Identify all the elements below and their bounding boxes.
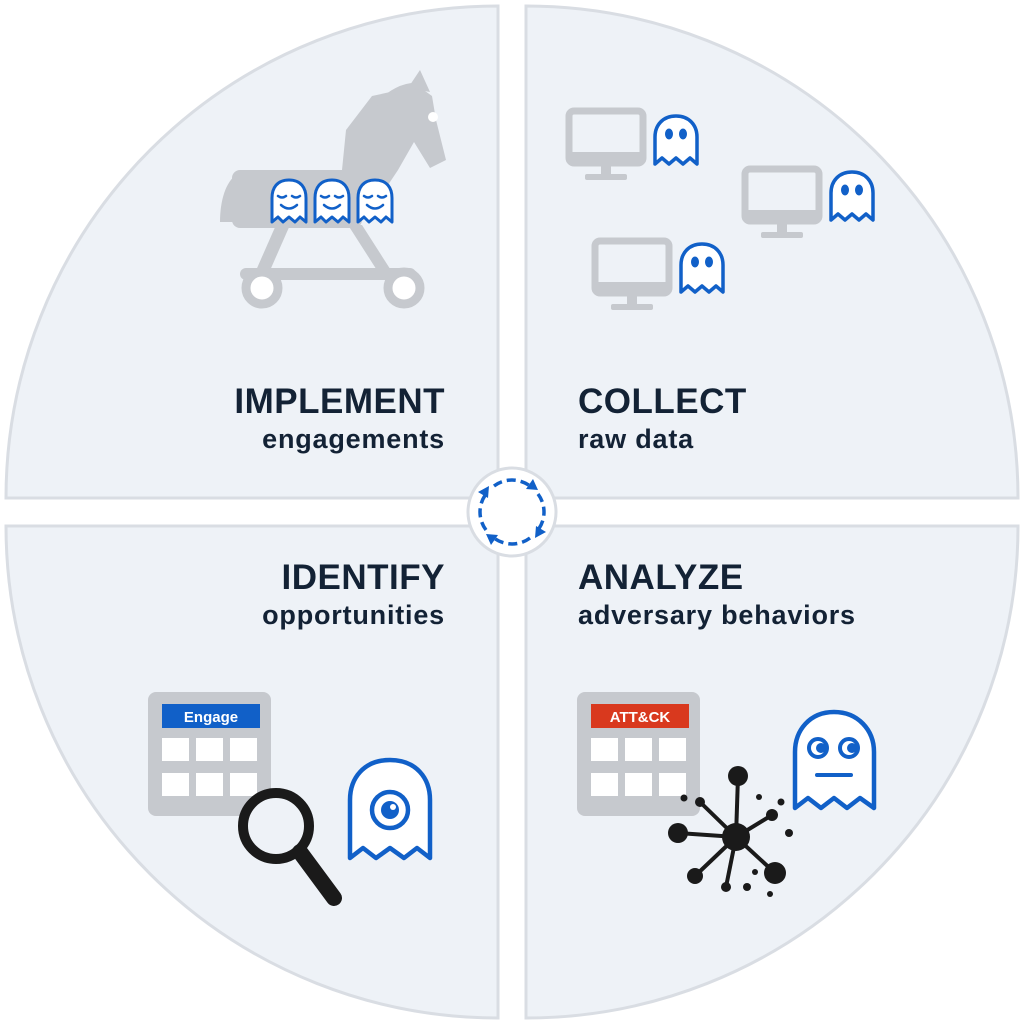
- analyze-subtitle: adversary behaviors: [578, 600, 856, 630]
- analyze-title: ANALYZE: [578, 558, 744, 597]
- attack-tag-label: ATT&CK: [610, 709, 671, 726]
- attack-tag: [591, 704, 689, 728]
- implement-subtitle: engagements: [262, 424, 445, 454]
- trojan-horse-icon: [220, 70, 446, 309]
- collect-title: COLLECT: [578, 382, 747, 421]
- identify-title: IDENTIFY: [281, 558, 445, 597]
- implement-label: IMPLEMENT engagements: [234, 382, 445, 456]
- quadrant-collect: [524, 4, 1020, 500]
- identify-subtitle: opportunities: [262, 600, 445, 630]
- magnifier-icon: [238, 788, 342, 906]
- ghost-icon: [270, 178, 308, 224]
- ghost-icon: [313, 178, 351, 224]
- ghost-icon: [356, 178, 394, 224]
- cycle-arrows-icon: [466, 466, 558, 558]
- ghost-icon: [792, 709, 877, 811]
- matrix-grid-icon: Engage: [148, 692, 271, 816]
- analyze-label: ANALYZE adversary behaviors: [578, 558, 856, 632]
- collect-subtitle: raw data: [578, 424, 694, 454]
- one-eyed-ghost-icon: [347, 757, 433, 861]
- network-graph-icon: [668, 766, 793, 897]
- quadrant-analyze: [524, 524, 1020, 1020]
- collect-label: COLLECT raw data: [578, 382, 747, 456]
- engage-tag-label: Engage: [184, 709, 238, 726]
- implement-title: IMPLEMENT: [234, 382, 445, 421]
- ghost-icon: [829, 170, 875, 222]
- engage-tag: [162, 704, 260, 728]
- ghost-icon: [653, 114, 699, 166]
- identify-label: IDENTIFY opportunities: [262, 558, 445, 632]
- matrix-grid-icon: ATT&CK: [577, 692, 700, 816]
- ghost-icon: [679, 242, 725, 294]
